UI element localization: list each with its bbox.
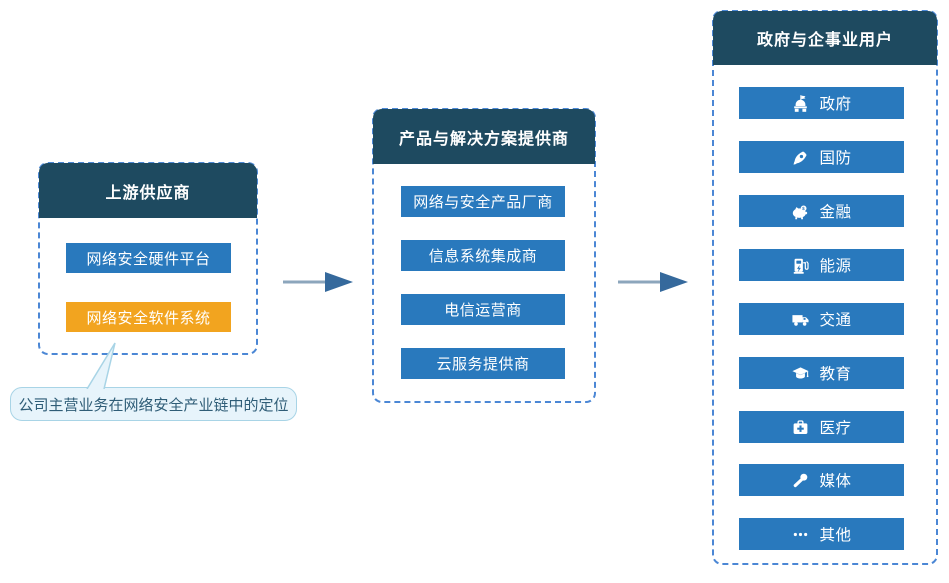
user-item-label: 媒体: [819, 473, 852, 490]
upstream-item-software-highlight: 网络安全软件系统: [66, 302, 231, 332]
user-item-government: 政府: [739, 87, 904, 119]
arrow-upstream-to-providers: [283, 272, 353, 292]
user-item-finance: $ 金融: [739, 195, 904, 227]
user-item-label: 教育: [819, 366, 852, 383]
user-item-label: 政府: [819, 96, 852, 113]
first-aid-kit-icon: [794, 419, 808, 434]
provider-item: 云服务提供商: [401, 348, 565, 379]
user-item-education: 教育: [739, 357, 904, 389]
provider-item: 信息系统集成商: [401, 240, 565, 271]
users-panel-title: 政府与企事业用户: [713, 11, 937, 65]
rocket-icon: [794, 150, 808, 165]
providers-panel-title: 产品与解决方案提供商: [373, 109, 595, 164]
graduation-cap-icon: [792, 366, 810, 378]
provider-item: 电信运营商: [401, 294, 565, 325]
user-item-label: 医疗: [819, 420, 852, 437]
users-panel: 政府与企事业用户 政府 国防: [712, 10, 938, 565]
user-item-energy: 能源: [739, 249, 904, 281]
user-item-label: 交通: [819, 312, 852, 329]
fuel-pump-icon: [794, 258, 810, 274]
upstream-panel-title: 上游供应商: [39, 163, 257, 218]
user-item-transport: 交通: [739, 303, 904, 335]
callout-note: 公司主营业务在网络安全产业链中的定位: [10, 387, 297, 421]
arrow-providers-to-users: [618, 272, 688, 292]
svg-text:$: $: [803, 205, 806, 210]
user-item-label: 国防: [819, 150, 852, 167]
user-item-label: 能源: [819, 258, 852, 275]
microphone-icon: [794, 473, 808, 487]
user-item-media: 媒体: [739, 464, 904, 496]
government-icon: [794, 94, 808, 112]
user-item-other: 其他: [739, 518, 904, 550]
truck-icon: [792, 314, 810, 326]
user-item-defense: 国防: [739, 141, 904, 173]
ellipsis-icon: [794, 532, 808, 536]
user-item-label: 金融: [819, 204, 852, 221]
user-item-healthcare: 医疗: [739, 411, 904, 443]
piggy-bank-icon: $: [793, 204, 808, 219]
provider-item: 网络与安全产品厂商: [401, 186, 565, 217]
upstream-item-hardware: 网络安全硬件平台: [66, 243, 231, 273]
callout-tail: [86, 342, 116, 389]
providers-panel: 产品与解决方案提供商 网络与安全产品厂商 信息系统集成商 电信运营商 云服务提供…: [372, 108, 596, 403]
user-item-label: 其他: [819, 527, 852, 544]
upstream-panel: 上游供应商 网络安全硬件平台 网络安全软件系统: [38, 162, 258, 355]
